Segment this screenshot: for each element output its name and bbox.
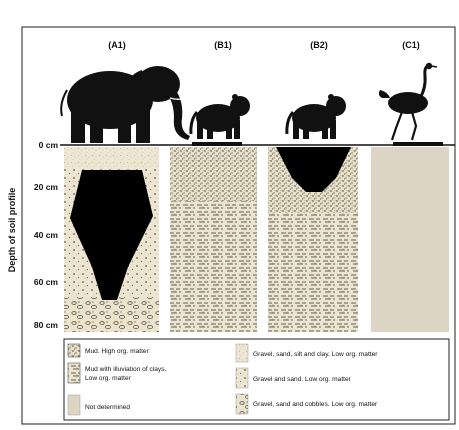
legend-label: Gravel, sand and cobbles. Low org. matte…	[253, 401, 378, 408]
elephant-icon	[61, 66, 190, 143]
big-cat-icon	[191, 94, 250, 139]
legend-swatch-gravel-silt-clay	[236, 344, 248, 362]
legend-label: Mud. High org. matter	[85, 348, 150, 355]
burrow-entrance-b1	[192, 142, 242, 146]
depth-tick: 20 cm	[34, 182, 59, 192]
nest-base-c1	[393, 142, 443, 146]
legend-label: Gravel, sand, silt and clay. Low org. ma…	[253, 351, 378, 358]
depth-tick: 0 cm	[39, 140, 59, 150]
soil-column-b1	[170, 147, 257, 332]
legend-swatch-gravel-sand	[236, 368, 248, 388]
column-title-b1: (B1)	[214, 40, 232, 50]
legend-label: Low org. matter	[85, 375, 132, 382]
column-title-b2: (B2)	[310, 40, 328, 50]
ostrich-icon	[379, 63, 437, 140]
legend-swatch-cobbles	[236, 394, 248, 414]
column-title-c1: (C1)	[402, 40, 420, 50]
soil-column-b2	[268, 147, 358, 332]
depth-axis-title: Depth of soil profile	[7, 188, 17, 273]
big-cat-icon	[287, 94, 346, 139]
legend-label: Mud with illuviation of clays.	[85, 366, 167, 373]
column-title-a1: (A1)	[108, 40, 126, 50]
legend-label: Not determined	[85, 404, 130, 411]
legend-swatch-mud-clay	[68, 363, 80, 383]
depth-tick: 60 cm	[34, 277, 59, 287]
legend-swatch-mud-high	[68, 344, 80, 357]
depth-tick: 40 cm	[34, 230, 59, 240]
legend-label: Gravel and sand. Low org. matter	[253, 376, 352, 383]
soil-column-a1	[64, 147, 159, 332]
legend: Mud. High org. matter Mud with illuviati…	[64, 339, 449, 420]
depth-tick: 80 cm	[34, 320, 59, 330]
legend-swatch-not-determined	[68, 395, 80, 415]
soil-column-c1	[371, 147, 449, 332]
